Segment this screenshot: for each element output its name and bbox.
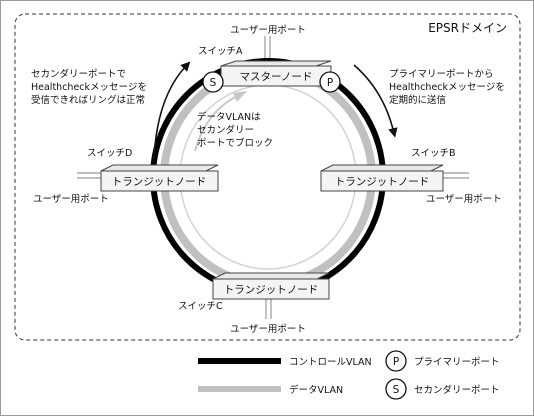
legend-data-label: データVLAN [289,384,343,396]
epsr-domain-boundary [14,13,521,341]
node-c-label: トランジットノード [224,284,319,296]
user-port-c-label: ユーザー用ポート [230,324,306,335]
transit-node-c [212,272,330,300]
user-port-line-d [77,172,105,179]
center-annotation-line-2: セカンダリー [197,124,254,136]
right-annotation-line-2: Healthcheckメッセージを [389,82,505,93]
center-annotation-line-3: ポートでブロック [197,137,273,149]
transit-node-b [320,164,444,192]
left-annotation-line-1: セカンダリーポートで [31,68,126,80]
node-b-label: トランジットノード [335,176,430,188]
primary-port-marker: P [319,71,341,93]
secondary-port-marker: S [202,71,224,93]
svg-text:P: P [327,77,333,89]
transit-node-d [100,164,219,192]
legend-primary-label: プライマリーポート [414,357,500,368]
domain-title: EPSRドメイン [428,21,507,35]
secondary-receive-arrow [153,61,191,160]
right-annotation-line-3: 定期的に送信 [389,94,446,106]
node-d-label: トランジットノード [112,176,207,188]
switch-c-label: スイッチC [178,301,223,312]
legend-secondary-symbol: S [385,378,407,400]
svg-text:S: S [210,77,217,89]
data-vlan-blocked-arrow [194,94,240,152]
svg-text:P: P [393,356,399,368]
switch-d-label: スイッチD [87,148,132,159]
svg-text:S: S [393,384,400,396]
legend-control-label: コントロールVLAN [289,357,372,368]
data-vlan-blocked-arrowhead [233,91,247,102]
user-port-a-label: ユーザー用ポート [230,25,306,36]
master-node-label: マスターノード [240,71,313,83]
right-annotation-line-1: プライマリーポートから [389,69,494,80]
switch-b-label: スイッチB [411,148,456,159]
legend-primary-symbol: P [385,350,407,372]
legend-secondary-label: セカンダリーポート [414,384,500,396]
user-port-d-label: ユーザー用ポート [33,194,109,205]
left-annotation-line-3: 受信できればリングは正常 [31,94,145,106]
primary-send-arrow [353,64,398,138]
user-port-line-b [443,172,469,179]
switch-a-label: スイッチA [198,46,243,57]
user-port-b-label: ユーザー用ポート [426,194,502,205]
left-annotation-line-2: Healthcheckメッセージを [31,82,147,93]
center-annotation-line-1: データVLANは [197,111,261,123]
